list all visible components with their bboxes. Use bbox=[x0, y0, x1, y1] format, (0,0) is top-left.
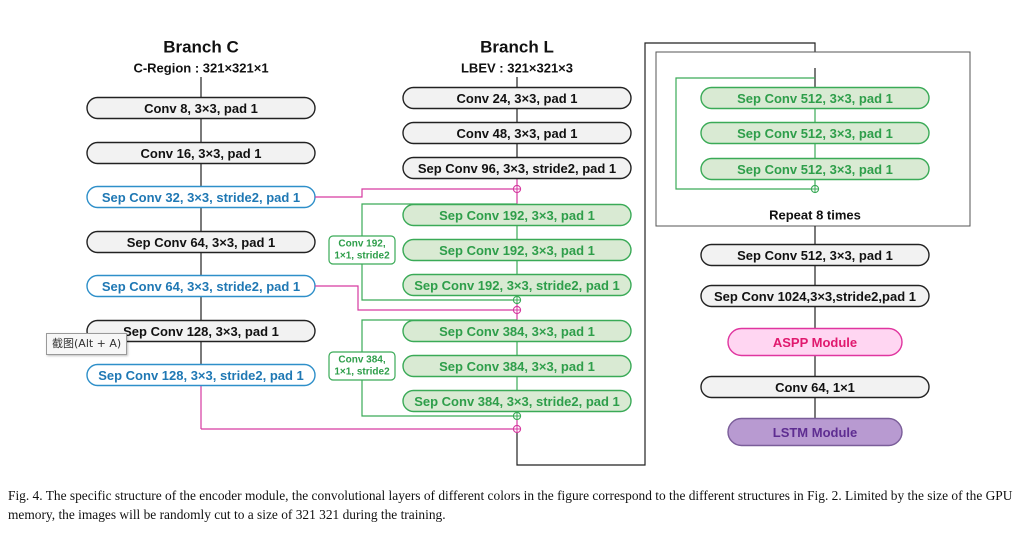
branch-c-layer-6: Sep Conv 128, 3×3, pad 1 bbox=[86, 319, 316, 343]
layer-label: Conv 24, 3×3, pad 1 bbox=[456, 91, 577, 106]
layer-box bbox=[86, 319, 316, 343]
add-junction-icon bbox=[512, 184, 522, 194]
layer-box bbox=[700, 375, 930, 399]
layer-box bbox=[700, 121, 930, 145]
branch-c-layer-2: Conv 16, 3×3, pad 1 bbox=[86, 141, 316, 165]
repeat-layer-1: Sep Conv 512, 3×3, pad 1 bbox=[700, 86, 930, 110]
branch-c-layer-5: Sep Conv 64, 3×3, stride2, pad 1 bbox=[86, 274, 316, 298]
layer-box bbox=[86, 96, 316, 120]
layer-label: Conv 8, 3×3, pad 1 bbox=[144, 101, 258, 116]
branch-c-title: Branch C bbox=[163, 38, 239, 57]
layer-label: Sep Conv 192, 3×3, pad 1 bbox=[439, 243, 595, 258]
layer-box bbox=[402, 121, 632, 145]
layer-box bbox=[402, 389, 632, 413]
repeat-label: Repeat 8 times bbox=[769, 208, 861, 223]
layer-box bbox=[86, 141, 316, 165]
branch-l-layer-6: Sep Conv 192, 3×3, stride2, pad 1 bbox=[402, 273, 632, 297]
layer-label: ASPP Module bbox=[773, 335, 857, 350]
layer-label: Sep Conv 192, 3×3, stride2, pad 1 bbox=[414, 278, 620, 293]
layer-box bbox=[700, 284, 930, 308]
layer-label: Sep Conv 384, 3×3, stride2, pad 1 bbox=[414, 394, 620, 409]
add-junction-icon bbox=[512, 305, 522, 315]
branch-c-layer-4: Sep Conv 64, 3×3, pad 1 bbox=[86, 230, 316, 254]
branch-l-input: LBEV : 321×321×3 bbox=[461, 61, 573, 76]
branch-l-layer-8: Sep Conv 384, 3×3, pad 1 bbox=[402, 354, 632, 378]
layer-label: Sep Conv 64, 3×3, pad 1 bbox=[127, 235, 275, 250]
branch-l-layer-5: Sep Conv 192, 3×3, pad 1 bbox=[402, 238, 632, 262]
layer-label: Sep Conv 96, 3×3, stride2, pad 1 bbox=[418, 161, 616, 176]
branch-l-layer-9: Sep Conv 384, 3×3, stride2, pad 1 bbox=[402, 389, 632, 413]
right-layer-5: LSTM Module bbox=[727, 417, 903, 447]
branch-l-layer-1: Conv 24, 3×3, pad 1 bbox=[402, 86, 632, 110]
layer-box bbox=[700, 157, 930, 181]
fusion-line-2 bbox=[315, 285, 517, 311]
layer-box bbox=[402, 203, 632, 227]
layer-label: Sep Conv 384, 3×3, pad 1 bbox=[439, 324, 595, 339]
skip-conv-line-2: 1×1, stride2 bbox=[334, 367, 390, 378]
screenshot-tooltip: 截图(Alt + A) bbox=[46, 333, 128, 355]
branch-l-layer-2: Conv 48, 3×3, pad 1 bbox=[402, 121, 632, 145]
layer-box bbox=[402, 86, 632, 110]
layer-box bbox=[727, 417, 903, 447]
layer-box bbox=[700, 243, 930, 267]
right-layer-1: Sep Conv 512, 3×3, pad 1 bbox=[700, 243, 930, 267]
branch-l-layer-3: Sep Conv 96, 3×3, stride2, pad 1 bbox=[402, 156, 632, 180]
add-junction-icon bbox=[512, 424, 522, 434]
layer-label: Conv 64, 1×1 bbox=[775, 380, 855, 395]
repeat-layer-2: Sep Conv 512, 3×3, pad 1 bbox=[700, 121, 930, 145]
layer-box bbox=[402, 238, 632, 262]
layer-label: Sep Conv 128, 3×3, stride2, pad 1 bbox=[98, 368, 304, 383]
layer-box bbox=[402, 319, 632, 343]
branch-c-layer-3: Sep Conv 32, 3×3, stride2, pad 1 bbox=[86, 185, 316, 209]
skip-conv-line-1: Conv 384, bbox=[338, 355, 385, 366]
layer-box bbox=[86, 363, 316, 387]
branch-l-to-repeat-line bbox=[516, 42, 816, 466]
repeat-residual-line bbox=[675, 77, 815, 190]
layer-label: Sep Conv 1024,3×3,stride2,pad 1 bbox=[714, 289, 916, 304]
layer-label: Conv 48, 3×3, pad 1 bbox=[456, 126, 577, 141]
layer-box bbox=[402, 354, 632, 378]
add-junction-icon bbox=[810, 184, 820, 194]
layer-label: Sep Conv 64, 3×3, stride2, pad 1 bbox=[102, 279, 300, 294]
branch-c-input: C-Region : 321×321×1 bbox=[133, 61, 268, 76]
layer-box bbox=[727, 327, 903, 357]
layer-label: LSTM Module bbox=[773, 425, 858, 440]
layer-box bbox=[402, 273, 632, 297]
layer-label: Sep Conv 512, 3×3, pad 1 bbox=[737, 126, 893, 141]
fusion-line-1 bbox=[315, 188, 517, 198]
repeat-layer-3: Sep Conv 512, 3×3, pad 1 bbox=[700, 157, 930, 181]
skip-conv-line-1: Conv 192, bbox=[338, 239, 385, 250]
branch-l-title: Branch L bbox=[480, 38, 554, 57]
right-layer-2: Sep Conv 1024,3×3,stride2,pad 1 bbox=[700, 284, 930, 308]
layer-label: Sep Conv 512, 3×3, pad 1 bbox=[737, 91, 893, 106]
layer-label: Sep Conv 128, 3×3, pad 1 bbox=[123, 324, 279, 339]
branch-l-layer-7: Sep Conv 384, 3×3, pad 1 bbox=[402, 319, 632, 343]
figure-caption: Fig. 4. The specific structure of the en… bbox=[8, 488, 1013, 522]
layer-label: Sep Conv 32, 3×3, stride2, pad 1 bbox=[102, 190, 300, 205]
skip-conv-box-2: Conv 384,1×1, stride2 bbox=[328, 351, 396, 381]
layer-label: Sep Conv 192, 3×3, pad 1 bbox=[439, 208, 595, 223]
right-layer-3: ASPP Module bbox=[727, 327, 903, 357]
layer-label: Sep Conv 384, 3×3, pad 1 bbox=[439, 359, 595, 374]
layer-box bbox=[402, 156, 632, 180]
branch-c-layer-1: Conv 8, 3×3, pad 1 bbox=[86, 96, 316, 120]
branch-l-layer-4: Sep Conv 192, 3×3, pad 1 bbox=[402, 203, 632, 227]
right-layer-4: Conv 64, 1×1 bbox=[700, 375, 930, 399]
layer-box bbox=[700, 86, 930, 110]
layer-box bbox=[86, 230, 316, 254]
branch-c-layer-7: Sep Conv 128, 3×3, stride2, pad 1 bbox=[86, 363, 316, 387]
add-junction-icon bbox=[512, 411, 522, 421]
layer-label: Sep Conv 512, 3×3, pad 1 bbox=[737, 248, 893, 263]
layer-label: Conv 16, 3×3, pad 1 bbox=[140, 146, 261, 161]
skip-conv-line-2: 1×1, stride2 bbox=[334, 251, 390, 262]
layer-label: Sep Conv 512, 3×3, pad 1 bbox=[737, 162, 893, 177]
skip-conv-box-1: Conv 192,1×1, stride2 bbox=[328, 235, 396, 265]
add-junction-icon bbox=[512, 295, 522, 305]
